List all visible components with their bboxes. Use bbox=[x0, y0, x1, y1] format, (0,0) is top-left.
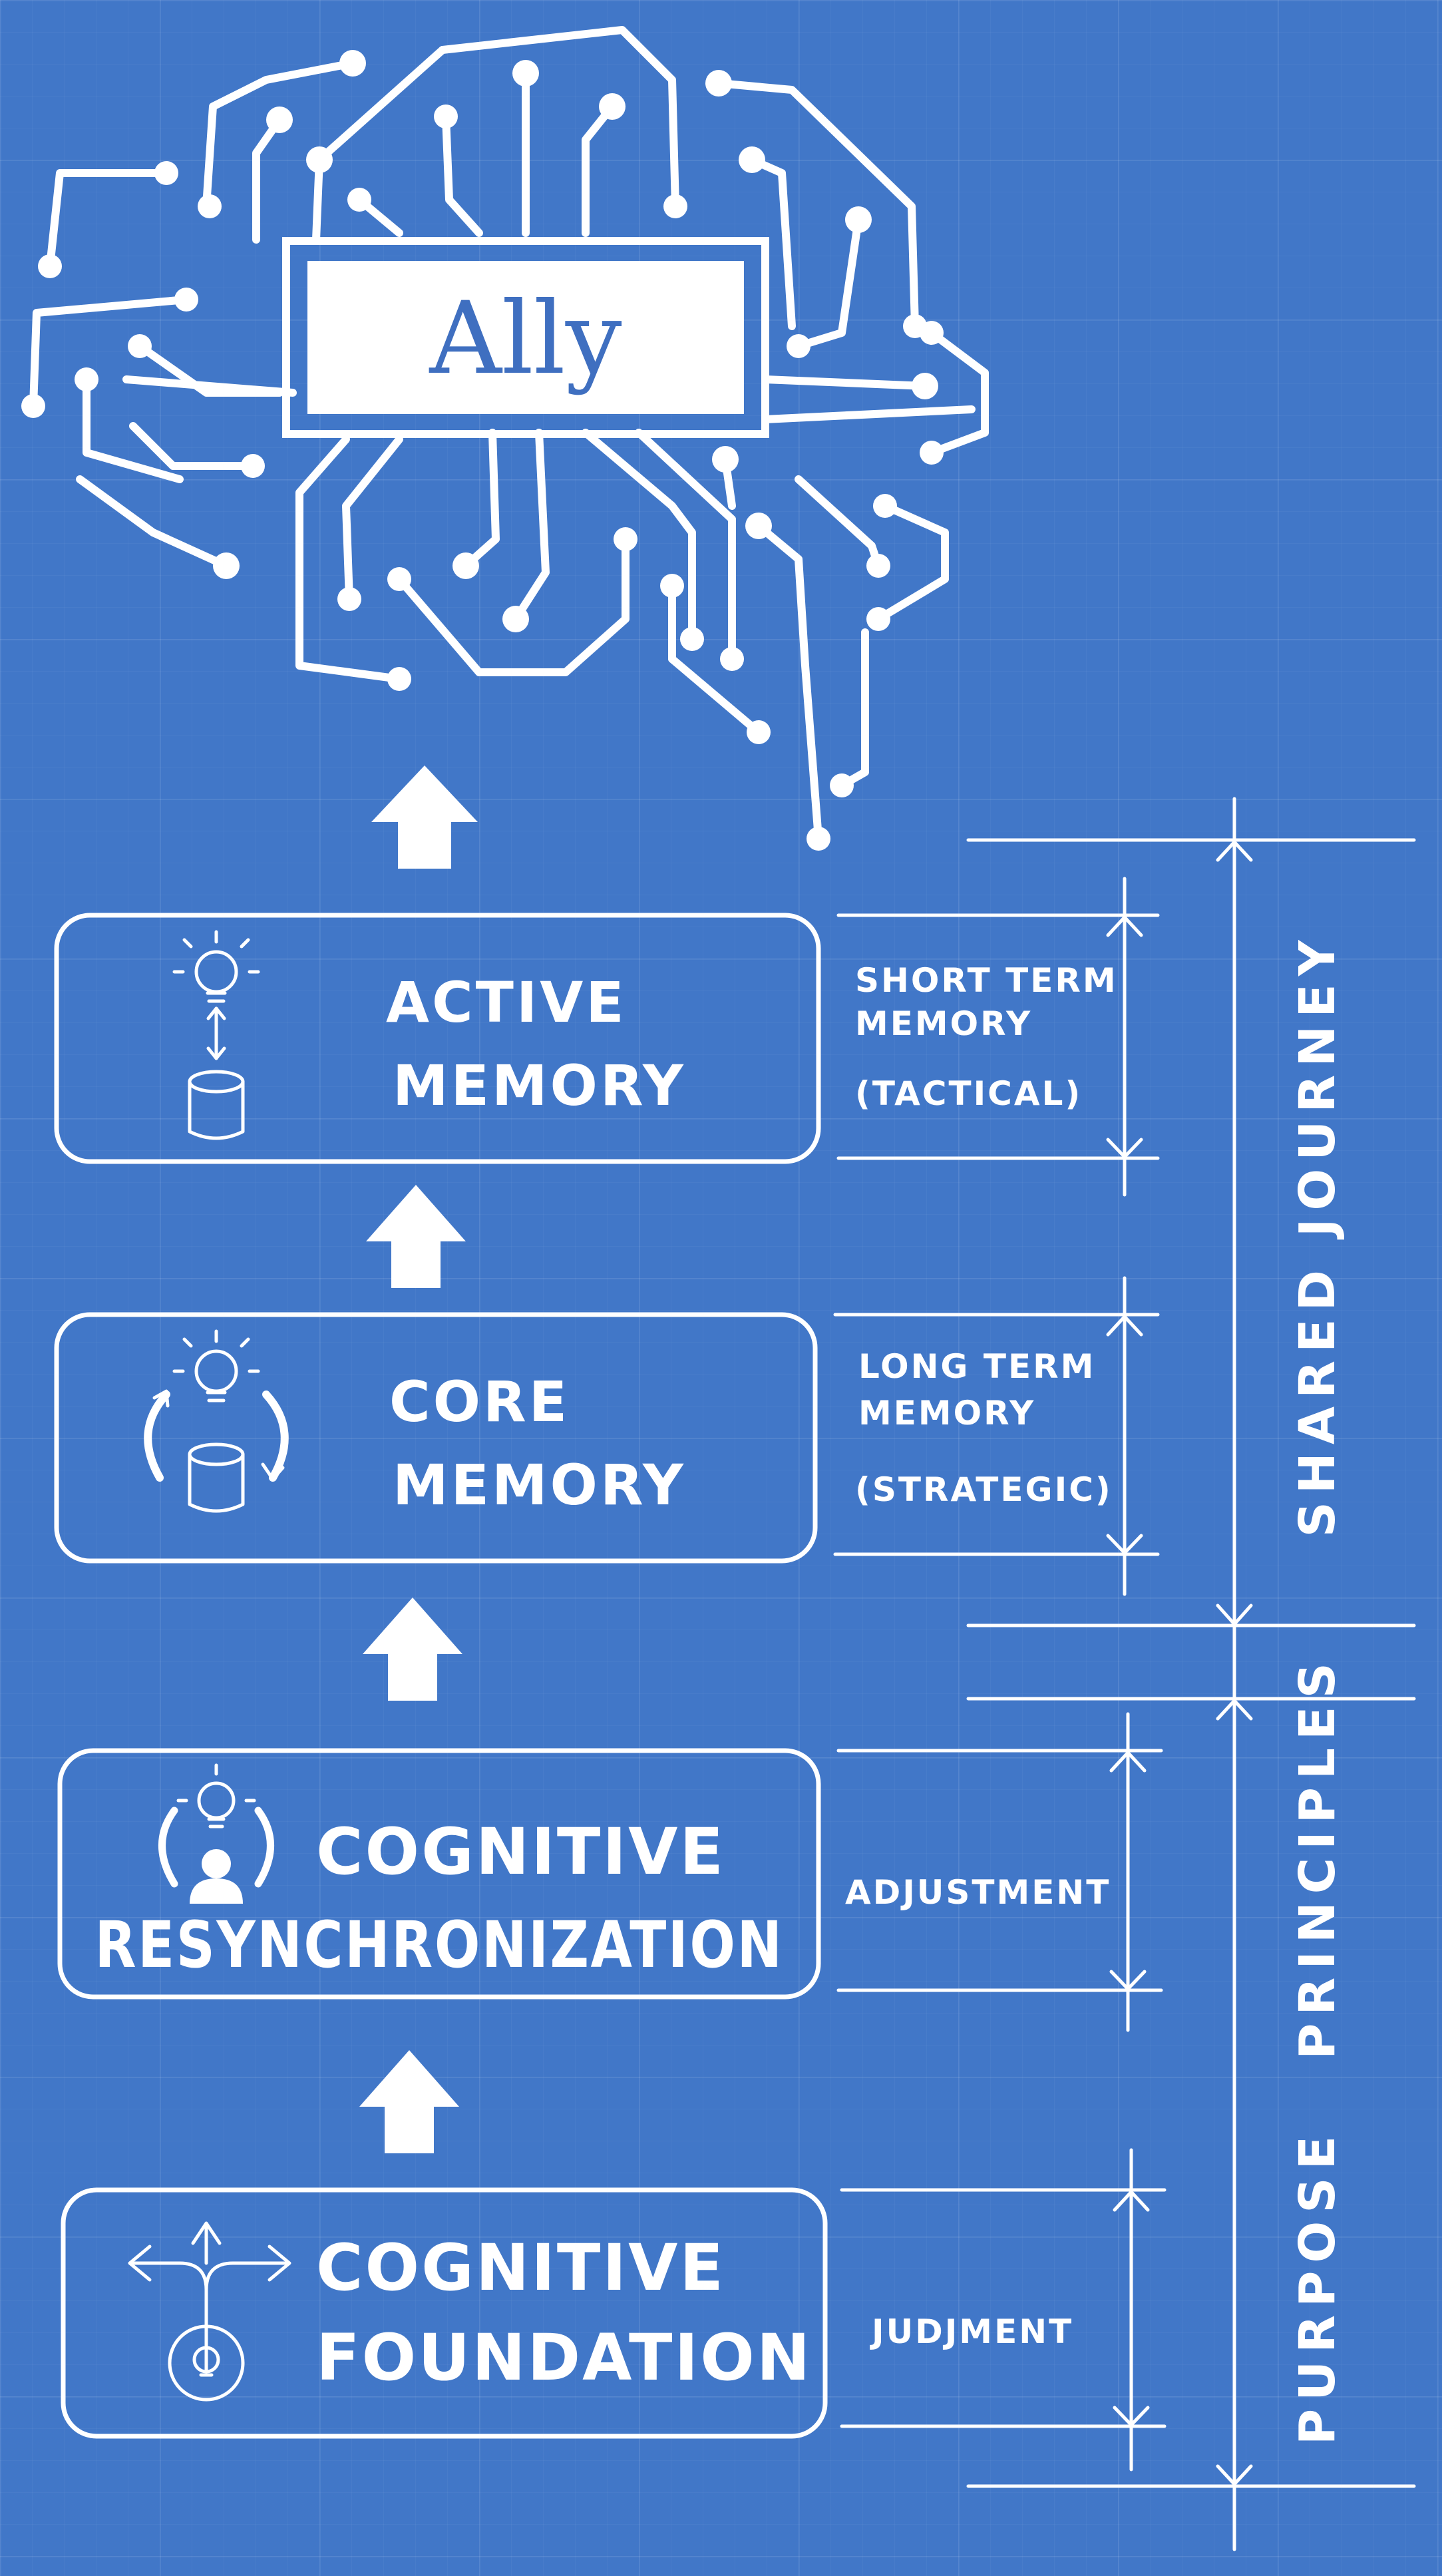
span-shared-journey: SHARED JOURNEY bbox=[966, 797, 1416, 1666]
span-label: SHARED JOURNEY bbox=[1289, 933, 1346, 1538]
circuit-brain-icon bbox=[29, 26, 989, 843]
side-label-judgment: JUDJMENT bbox=[840, 2148, 1167, 2471]
layer-title-line: COGNITIVE bbox=[316, 1815, 725, 1889]
side-label-line: LONG TERM bbox=[858, 1347, 1095, 1386]
layer-active-memory: ACTIVE MEMORY bbox=[54, 913, 821, 1164]
logo-text: Ally bbox=[429, 281, 622, 397]
layer-title-line: MEMORY bbox=[393, 1053, 686, 1118]
side-label-line: MEMORY bbox=[858, 1394, 1035, 1432]
span-label: PURPOSE bbox=[1289, 2128, 1346, 2445]
layer-cognitive-foundation: COGNITIVE FOUNDATION bbox=[61, 2187, 828, 2439]
side-label-line: SHORT TERM bbox=[855, 961, 1118, 1000]
span-principles-purpose: PRINCIPLES PURPOSE bbox=[966, 1655, 1416, 2551]
circuit-node-dots bbox=[21, 50, 944, 851]
layer-title-line: MEMORY bbox=[393, 1452, 686, 1518]
side-label-line: (TACTICAL) bbox=[855, 1074, 1082, 1113]
side-label-long-term: LONG TERM MEMORY (STRATEGIC) bbox=[833, 1276, 1160, 1596]
up-arrow-icon bbox=[359, 765, 478, 2153]
side-label-line: (STRATEGIC) bbox=[855, 1470, 1113, 1509]
lightbulb-person-cycle-icon bbox=[158, 1763, 274, 1888]
side-label-line: ADJUSTMENT bbox=[845, 1873, 1111, 1912]
side-label-short-term: SHORT TERM MEMORY (TACTICAL) bbox=[836, 877, 1160, 1197]
span-label: PRINCIPLES bbox=[1289, 1655, 1346, 2059]
layer-title-line: COGNITIVE bbox=[316, 2231, 725, 2305]
lightbulb-database-cycle-icon bbox=[144, 1329, 289, 1513]
lightbulb-database-icon bbox=[172, 930, 260, 1140]
layer-title-line: CORE bbox=[389, 1369, 570, 1434]
person-icon bbox=[190, 1849, 243, 1904]
side-label-line: JUDJMENT bbox=[870, 2312, 1073, 2351]
side-label-adjustment: ADJUSTMENT bbox=[836, 1712, 1163, 2032]
layer-title-line: ACTIVE bbox=[386, 970, 627, 1035]
layer-title-line: RESYNCHRONIZATION bbox=[95, 1908, 784, 1982]
layer-core-memory: CORE MEMORY bbox=[54, 1312, 818, 1564]
ally-logo: Ally bbox=[282, 237, 769, 438]
crossroads-lightbulb-icon bbox=[128, 2221, 291, 2402]
side-label-line: MEMORY bbox=[855, 1004, 1032, 1043]
layer-title-line: FOUNDATION bbox=[316, 2320, 812, 2395]
layer-cognitive-resynchronization: COGNITIVE RESYNCHRONIZATION bbox=[57, 1748, 821, 2000]
